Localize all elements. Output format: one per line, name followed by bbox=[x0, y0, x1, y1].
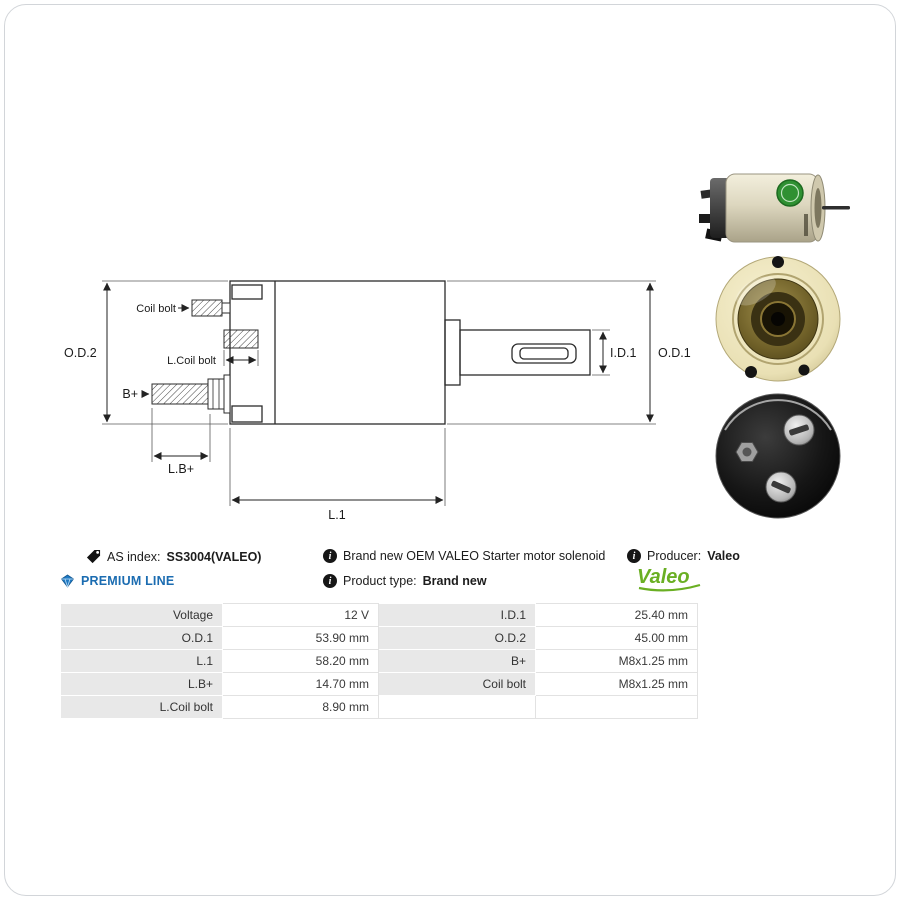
as-index-label: AS index: bbox=[107, 549, 161, 564]
valeo-logo-text: Valeo bbox=[637, 566, 690, 588]
spec-value-cell: 12 V bbox=[222, 603, 379, 627]
dim-label-od1: O.D.1 bbox=[658, 346, 691, 360]
info-icon: i bbox=[627, 549, 641, 563]
product-photo-side-view bbox=[699, 173, 850, 243]
tag-icon bbox=[86, 549, 101, 564]
dim-label-coil-bolt: Coil bolt bbox=[136, 303, 176, 315]
dim-label-l1: L.1 bbox=[328, 508, 345, 522]
spec-label-cell: Coil bolt bbox=[378, 672, 536, 696]
table-row: L.1 58.20 mm B+ M8x1.25 mm bbox=[60, 649, 698, 673]
product-description: i Brand new OEM VALEO Starter motor sole… bbox=[323, 549, 605, 563]
premium-line-badge: PREMIUM LINE bbox=[60, 574, 174, 588]
spec-label-cell: I.D.1 bbox=[378, 603, 536, 627]
table-row: L.Coil bolt 8.90 mm bbox=[60, 695, 698, 719]
coil-terminal-stud bbox=[223, 329, 259, 349]
mount-bolt bbox=[745, 366, 757, 378]
producer-label: Producer: bbox=[647, 549, 702, 563]
solenoid-outline bbox=[229, 280, 591, 425]
dim-label-l-coil-bolt: L.Coil bolt bbox=[167, 355, 216, 367]
green-sticker bbox=[776, 179, 804, 207]
spec-label-cell: O.D.1 bbox=[60, 626, 223, 650]
spec-table: Voltage 12 V I.D.1 25.40 mm O.D.1 53.90 … bbox=[60, 603, 698, 719]
info-icon: i bbox=[323, 574, 337, 588]
dimension-labels: O.D.2 O.D.1 I.D.1 L.1 L.B+ B+ Coil bolt … bbox=[64, 303, 691, 522]
as-index: AS index: SS3004(VALEO) bbox=[86, 549, 261, 564]
spec-value-cell: 25.40 mm bbox=[535, 603, 698, 627]
info-icon: i bbox=[323, 549, 337, 563]
b-plus-stud bbox=[151, 374, 231, 414]
extension-lines bbox=[102, 280, 656, 506]
as-index-value: SS3004(VALEO) bbox=[166, 549, 262, 564]
valeo-logo: Valeo bbox=[637, 566, 701, 592]
spec-value-cell: 45.00 mm bbox=[535, 626, 698, 650]
spec-value-cell: 53.90 mm bbox=[222, 626, 379, 650]
spec-value-cell: 58.20 mm bbox=[222, 649, 379, 673]
dimension-lines bbox=[103, 282, 654, 504]
spec-empty-cell bbox=[378, 695, 536, 719]
product-type-label: Product type: bbox=[343, 574, 417, 588]
coil-bolt-stud bbox=[191, 299, 231, 317]
table-row: L.B+ 14.70 mm Coil bolt M8x1.25 mm bbox=[60, 672, 698, 696]
producer-value: Valeo bbox=[707, 549, 740, 563]
spec-label-cell: L.Coil bolt bbox=[60, 695, 223, 719]
dim-label-lbplus: L.B+ bbox=[168, 462, 194, 476]
table-row: Voltage 12 V I.D.1 25.40 mm bbox=[60, 603, 698, 627]
spec-label-cell: B+ bbox=[378, 649, 536, 673]
mount-bolt bbox=[772, 256, 784, 268]
spec-label-cell: Voltage bbox=[60, 603, 223, 627]
producer: i Producer: Valeo bbox=[627, 549, 740, 563]
spec-value-cell: M8x1.25 mm bbox=[535, 672, 698, 696]
premium-line-text: PREMIUM LINE bbox=[81, 574, 175, 588]
spec-value-cell: 8.90 mm bbox=[222, 695, 379, 719]
product-type: i Product type: Brand new bbox=[323, 574, 487, 588]
spec-label-cell: L.1 bbox=[60, 649, 223, 673]
dim-label-bplus: B+ bbox=[122, 387, 138, 401]
spec-empty-cell bbox=[535, 695, 698, 719]
technical-drawing: O.D.2 O.D.1 I.D.1 L.1 L.B+ B+ Coil bolt … bbox=[64, 280, 691, 522]
table-row: O.D.1 53.90 mm O.D.2 45.00 mm bbox=[60, 626, 698, 650]
diamond-icon bbox=[60, 574, 75, 588]
spec-value-cell: 14.70 mm bbox=[222, 672, 379, 696]
product-type-value: Brand new bbox=[422, 574, 487, 588]
dim-label-id1: I.D.1 bbox=[610, 346, 636, 360]
product-photo-rear-view bbox=[715, 393, 841, 519]
spec-label-cell: O.D.2 bbox=[378, 626, 536, 650]
dim-label-od2: O.D.2 bbox=[64, 346, 97, 360]
description-text: Brand new OEM VALEO Starter motor soleno… bbox=[343, 549, 606, 563]
spec-value-cell: M8x1.25 mm bbox=[535, 649, 698, 673]
product-photo-front-view bbox=[715, 256, 841, 382]
mount-bolt bbox=[798, 364, 810, 376]
spec-label-cell: L.B+ bbox=[60, 672, 223, 696]
